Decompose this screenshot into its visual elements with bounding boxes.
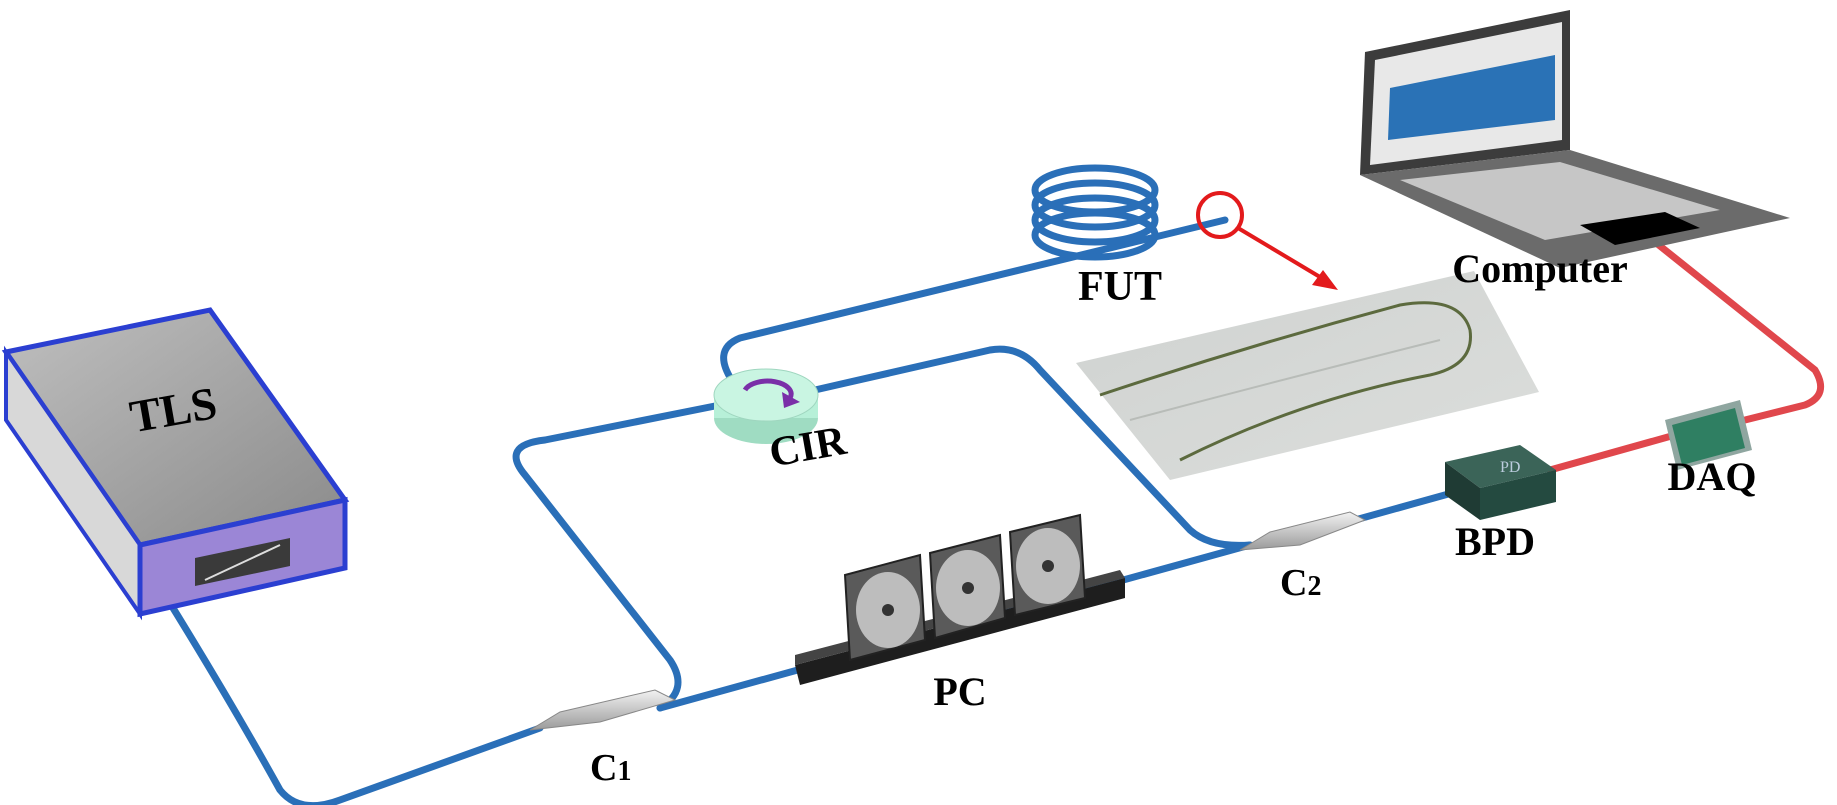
fiber-c1-loop-to-cir [512,401,724,712]
optical-fibers [161,216,1474,805]
bpd-label: BPD [1455,519,1535,564]
fiber-tip-micrograph [1076,271,1539,480]
cable-daq-to-computer [1621,214,1825,424]
fut-label: FUT [1078,264,1162,310]
fiber-end-highlight [1196,191,1338,290]
fiber-cir-to-c2 [811,345,1254,549]
fiber-tls-to-c1 [161,591,544,805]
c2-label: C [1280,562,1307,604]
balanced-photodetector: PD BPD [1445,445,1556,564]
fiber-under-test-coil: FUT [1031,164,1162,310]
svg-text:C1: C1 [590,747,631,789]
svg-text:C2: C2 [1280,562,1321,604]
circulation-arrow-icon [742,378,794,400]
computer-label: Computer [1452,246,1628,291]
circulator: CIR [713,368,850,477]
bpd-device-label: PD [1500,459,1520,476]
daq-label: DAQ [1668,454,1757,499]
electrical-cables [1546,214,1825,474]
polarization-controller: PC [795,513,1125,714]
pc-label: PC [933,669,986,714]
c2-subscript: 2 [1307,571,1321,602]
tunable-laser-source: TLS [1,307,350,621]
touchpad [1580,212,1700,245]
laptop-computer: Computer [1360,10,1790,291]
cable-bpd-to-daq [1546,431,1679,474]
c1-subscript: 1 [617,756,631,787]
coupler-c2: C2 [1239,511,1367,604]
data-acquisition-card: DAQ [1665,400,1756,499]
c1-label: C [590,747,617,789]
screen-trace [1388,55,1555,140]
arrow-head-icon [1312,270,1338,290]
coupler-c1: C1 [529,689,677,789]
